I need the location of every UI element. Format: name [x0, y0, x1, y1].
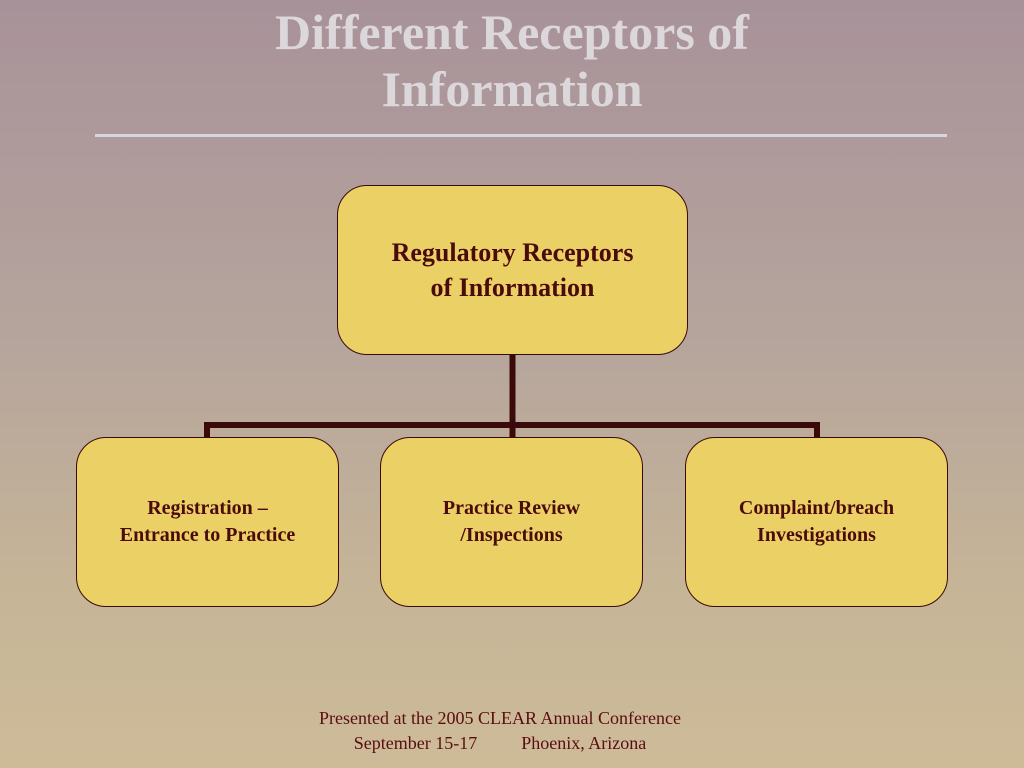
node-complaint-line-1: Complaint/breach: [738, 497, 895, 519]
footer-location: Phoenix, Arizona: [521, 733, 647, 753]
node-practice-review: Practice Review /Inspections: [380, 437, 643, 607]
node-registration-line-1: Registration –: [147, 497, 268, 519]
slide-footer: Presented at the 2005 CLEAR Annual Confe…: [0, 706, 1000, 756]
footer-date-location: September 15-17 Phoenix, Arizona: [0, 731, 1000, 756]
title-divider: [95, 134, 947, 137]
node-registration-line-2: Entrance to Practice: [119, 524, 296, 546]
node-registration: Registration – Entrance to Practice: [76, 437, 339, 607]
slide-title-line-2: Information: [381, 61, 643, 117]
slide-title: Different Receptors of Information: [0, 4, 1024, 118]
node-practice-review-line-2: /Inspections: [460, 524, 563, 546]
node-root-line-1: Regulatory Receptors: [391, 238, 634, 267]
node-practice-review-line-1: Practice Review: [442, 497, 581, 519]
footer-conference: Presented at the 2005 CLEAR Annual Confe…: [319, 708, 681, 728]
footer-dates: September 15-17: [353, 733, 478, 753]
node-complaint-line-2: Investigations: [757, 524, 876, 546]
slide-title-line-1: Different Receptors of: [275, 4, 749, 60]
node-complaint-investigations: Complaint/breach Investigations: [685, 437, 948, 607]
node-regulatory-receptors: Regulatory Receptors of Information: [337, 185, 688, 355]
node-root-line-2: of Information: [430, 273, 595, 302]
